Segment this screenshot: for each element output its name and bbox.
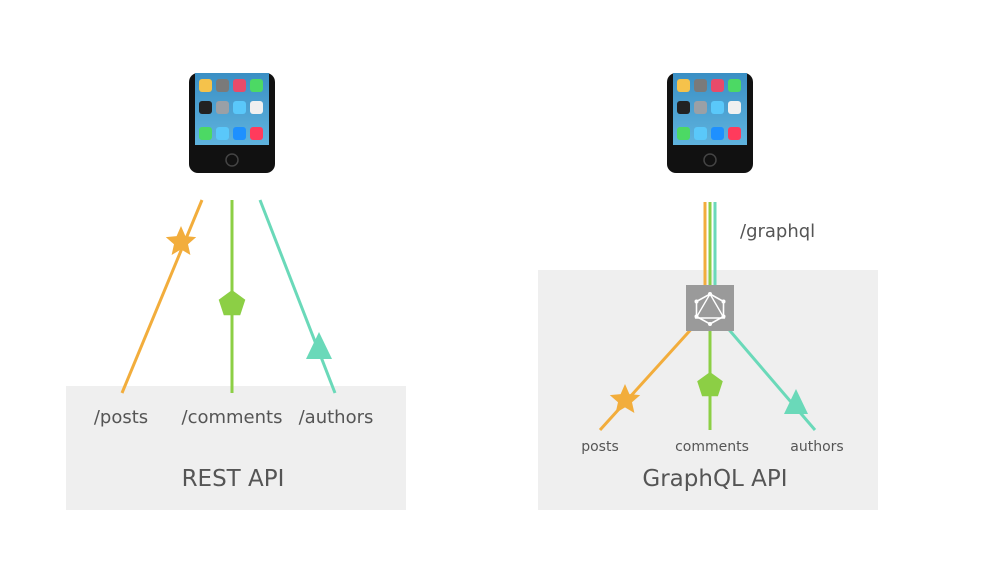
graphql-logo-icon bbox=[686, 285, 734, 331]
triangle-icon bbox=[784, 389, 808, 414]
rest-endpoint-posts: /posts bbox=[94, 407, 148, 428]
rest-endpoint-comments: /comments bbox=[182, 407, 283, 428]
graphql-field-authors: authors bbox=[790, 439, 843, 455]
graphql-api-title: GraphQL API bbox=[642, 466, 787, 492]
triangle-icon bbox=[306, 332, 332, 359]
graphql-phone-app-grid bbox=[677, 79, 741, 140]
star-icon bbox=[609, 384, 641, 413]
rest-phone bbox=[188, 72, 276, 174]
star-icon bbox=[165, 226, 197, 255]
rest-api-title: REST API bbox=[182, 466, 285, 492]
rest-phone-app-grid bbox=[199, 79, 263, 140]
rest-endpoint-authors: /authors bbox=[299, 407, 374, 428]
rest-authors-line bbox=[258, 199, 337, 394]
graphql-field-comments: comments bbox=[675, 439, 749, 455]
pentagon-icon bbox=[697, 372, 723, 397]
pentagon-icon bbox=[218, 290, 246, 316]
rest-posts-line bbox=[120, 199, 204, 394]
graphql-phone bbox=[666, 72, 754, 174]
graphql-field-posts: posts bbox=[581, 439, 619, 455]
rest-api-panel bbox=[66, 386, 406, 510]
graphql-endpoint: /graphql bbox=[740, 221, 815, 242]
